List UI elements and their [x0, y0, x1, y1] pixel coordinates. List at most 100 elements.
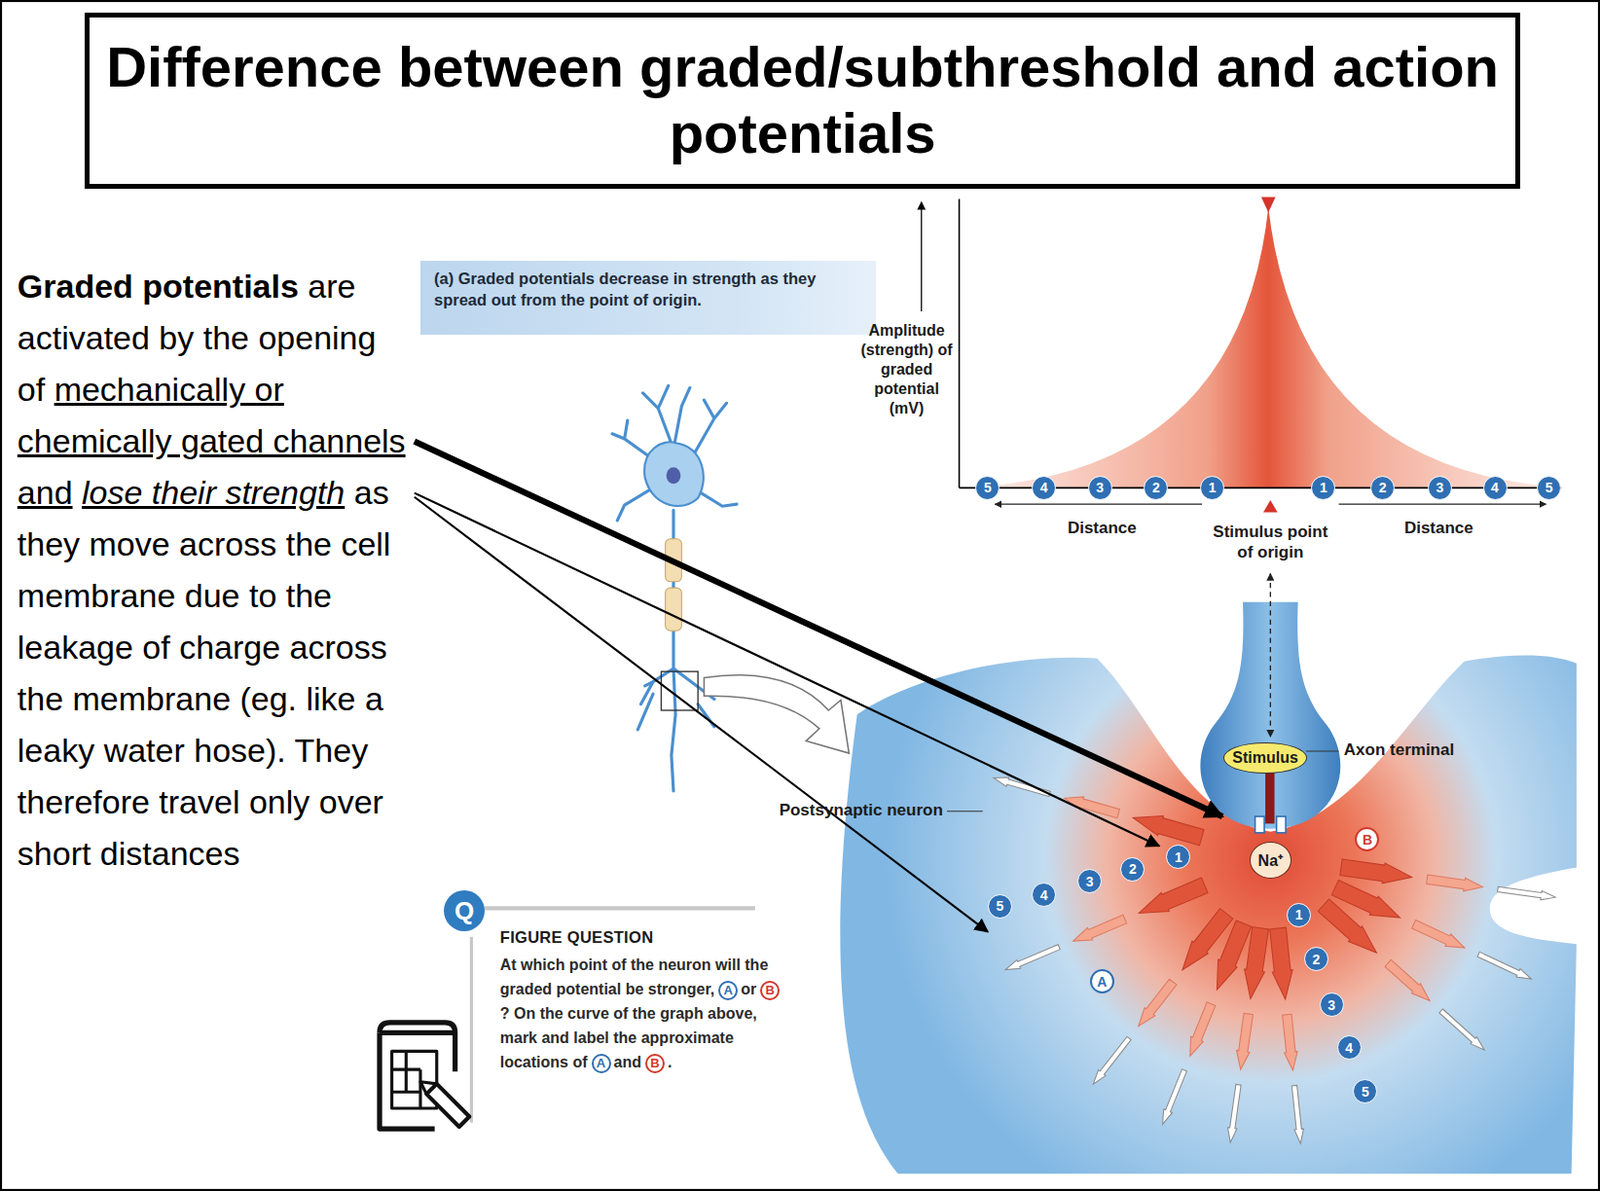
callout-number: 4 [1337, 1035, 1362, 1060]
axis-label: Distance [1067, 517, 1137, 539]
node-label: 2 [1152, 479, 1161, 496]
question-box: FIGURE QUESTION At which point of the neu… [500, 928, 787, 1075]
axis-label: Stimulus point of origin [1206, 521, 1334, 564]
callout-number: 3 [1319, 992, 1345, 1018]
axis-arrow [920, 202, 922, 312]
question-heading: FIGURE QUESTION [500, 928, 787, 947]
spread-arrow [1282, 1014, 1299, 1071]
spread-arrow [1228, 1084, 1242, 1143]
label-oval: Stimulus [1223, 742, 1308, 773]
spread-arrow [1426, 874, 1484, 892]
spread-arrow [1236, 1013, 1254, 1070]
rule-line [484, 906, 756, 910]
ion-channel [1276, 816, 1286, 834]
body-text-run: Graded potentials [17, 267, 299, 305]
node-label: A [1096, 974, 1107, 990]
node-label: 4 [1345, 1040, 1353, 1056]
rule-line [470, 937, 473, 1124]
node-label: 4 [1040, 887, 1049, 904]
peak-marker [1261, 196, 1276, 213]
node-label: 5 [983, 479, 992, 496]
node-label: B [1362, 832, 1373, 848]
transmitter-stem [1265, 772, 1274, 824]
spread-arrow [1477, 951, 1531, 980]
label-oval: Na⁺ [1249, 841, 1292, 879]
callout-number: 4 [1031, 882, 1056, 908]
spread-arrow [1291, 1085, 1304, 1144]
axis-label: Amplitude (strength) of graded potential… [860, 321, 953, 419]
nucleus [666, 467, 682, 484]
spread-arrow [1092, 1036, 1131, 1085]
node-label: 2 [1379, 479, 1387, 496]
callout-number: 1 [1286, 903, 1311, 928]
node-label: 5 [1361, 1084, 1370, 1100]
node-label: 5 [996, 898, 1005, 914]
callout-number: 2 [1120, 857, 1145, 882]
origin-marker [1263, 500, 1278, 513]
spread-arrow [1163, 1069, 1188, 1125]
body-text-run: as they move across the cell membrane du… [17, 473, 392, 873]
zoom-arrow [703, 675, 849, 754]
callout-number: 5 [975, 475, 1000, 501]
neuron-icon [612, 385, 737, 791]
node-label: 4 [1040, 479, 1049, 496]
zoom-box [660, 671, 698, 711]
leader-arrows [414, 441, 1223, 933]
node-label: 5 [1545, 479, 1554, 496]
question-text: or [740, 981, 757, 998]
cell-body [644, 441, 704, 507]
callout-number: 2 [1370, 475, 1395, 501]
node-label: A [724, 983, 733, 997]
callout-number: 4 [1483, 475, 1508, 501]
node-label: Q [454, 896, 474, 927]
graded-curve [964, 207, 1572, 488]
part-label: Axon terminal [1344, 739, 1455, 761]
part-label: Postsynaptic neuron [779, 800, 944, 821]
node-label: 1 [1295, 907, 1304, 923]
point-marker: B [645, 1054, 665, 1074]
worksheet-icon [379, 1022, 470, 1129]
spread-arrow [1384, 959, 1430, 1001]
leader-arrow [414, 497, 988, 933]
callout-number: 1 [1200, 475, 1225, 501]
node-label: A [596, 1056, 606, 1070]
spread-arrow [1138, 979, 1177, 1026]
node-label: 3 [1327, 997, 1336, 1014]
ion-channel [1255, 816, 1265, 834]
point-marker: B [760, 981, 780, 1001]
caption-band: (a) Graded potentials decrease in streng… [420, 260, 876, 334]
axis-label: Distance [1404, 517, 1474, 539]
point-marker: A [591, 1054, 612, 1074]
leader-line [946, 810, 983, 812]
distance-arrow [1339, 503, 1547, 505]
spread-arrow [1331, 879, 1400, 918]
point-marker: A [718, 981, 738, 1001]
question-body: At which point of the neuron will the gr… [500, 952, 787, 1075]
title-text: Difference between graded/subthreshold a… [89, 34, 1516, 168]
spread-arrow [1190, 1002, 1216, 1056]
distance-arrow [994, 503, 1202, 505]
node-label: 1 [1208, 479, 1217, 496]
node-label: 4 [1490, 479, 1499, 496]
node-label: B [650, 1056, 659, 1070]
caption-text: (a) Graded potentials decrease in streng… [434, 268, 865, 311]
title-box: Difference between graded/subthreshold a… [84, 12, 1521, 189]
body-text-run: and [17, 473, 73, 511]
node-label: 1 [1319, 479, 1328, 496]
spread-arrow [1138, 877, 1208, 913]
question-text: . [667, 1054, 672, 1071]
callout-number: 5 [987, 894, 1013, 919]
spread-arrow [1073, 914, 1128, 942]
node-label: 2 [1128, 861, 1137, 877]
callout-number: 1 [1310, 475, 1336, 501]
spread-arrow [1412, 919, 1465, 948]
spread-arrow [1270, 927, 1293, 1000]
leader-arrow [414, 493, 1160, 847]
myelin [665, 587, 683, 631]
leader-line [1306, 750, 1340, 752]
node-label: 2 [1312, 951, 1321, 968]
question-badge: Q [443, 890, 485, 932]
spread-arrow [1439, 1009, 1485, 1051]
node-label: Stimulus [1232, 749, 1299, 767]
